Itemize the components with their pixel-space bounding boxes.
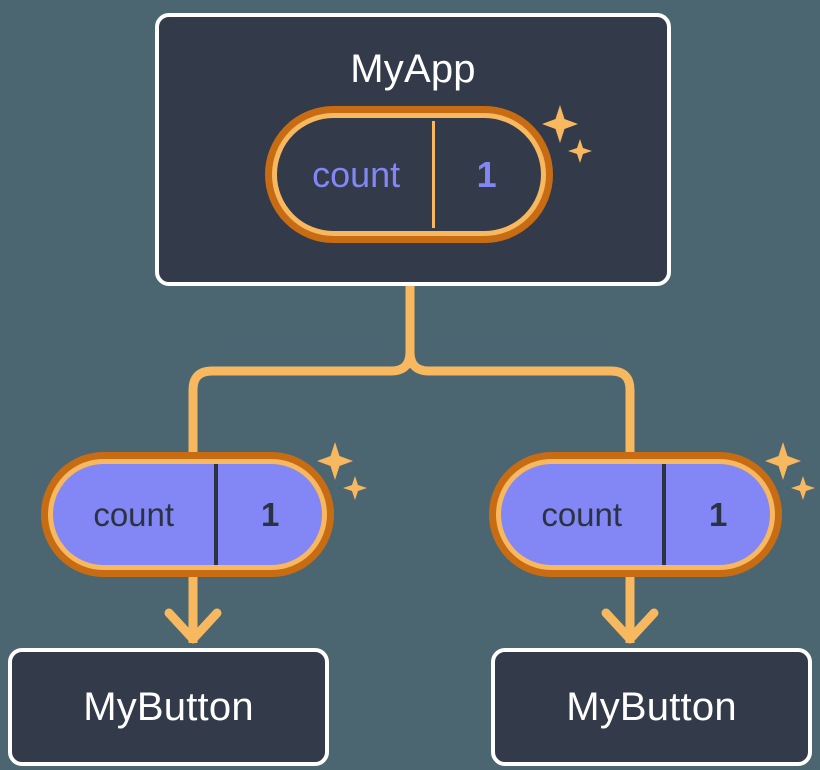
node-mybutton-left-card[interactable]: MyButton [8,648,329,766]
node-mybutton-right-title: MyButton [566,685,737,729]
state-pill-myapp-value: 1 [476,153,497,195]
state-pill-child-right-inner: count 1 [501,464,770,565]
state-pill-myapp[interactable]: count 1 [265,106,553,243]
state-pill-child-left-key: count [53,464,219,565]
node-mybutton-left-title: MyButton [83,685,254,729]
arrow-head-left-icon [164,608,222,644]
state-pill-child-right[interactable]: count 1 [489,452,782,577]
connector-branch-left [188,351,415,462]
state-pill-child-left-value: 1 [261,496,280,533]
node-mybutton-right-card[interactable]: MyButton [491,648,812,766]
arrow-head-right-icon [601,608,659,644]
state-pill-child-right-key: count [501,464,667,565]
state-pill-myapp-key: count [280,121,436,228]
state-pill-child-left-inner: count 1 [53,464,322,565]
state-pill-child-left[interactable]: count 1 [41,452,334,577]
connector-branch-right [405,351,635,462]
state-pill-child-right-value: 1 [709,496,728,533]
state-pill-myapp-inner: count 1 [277,118,541,231]
node-myapp-title: MyApp [350,47,476,91]
